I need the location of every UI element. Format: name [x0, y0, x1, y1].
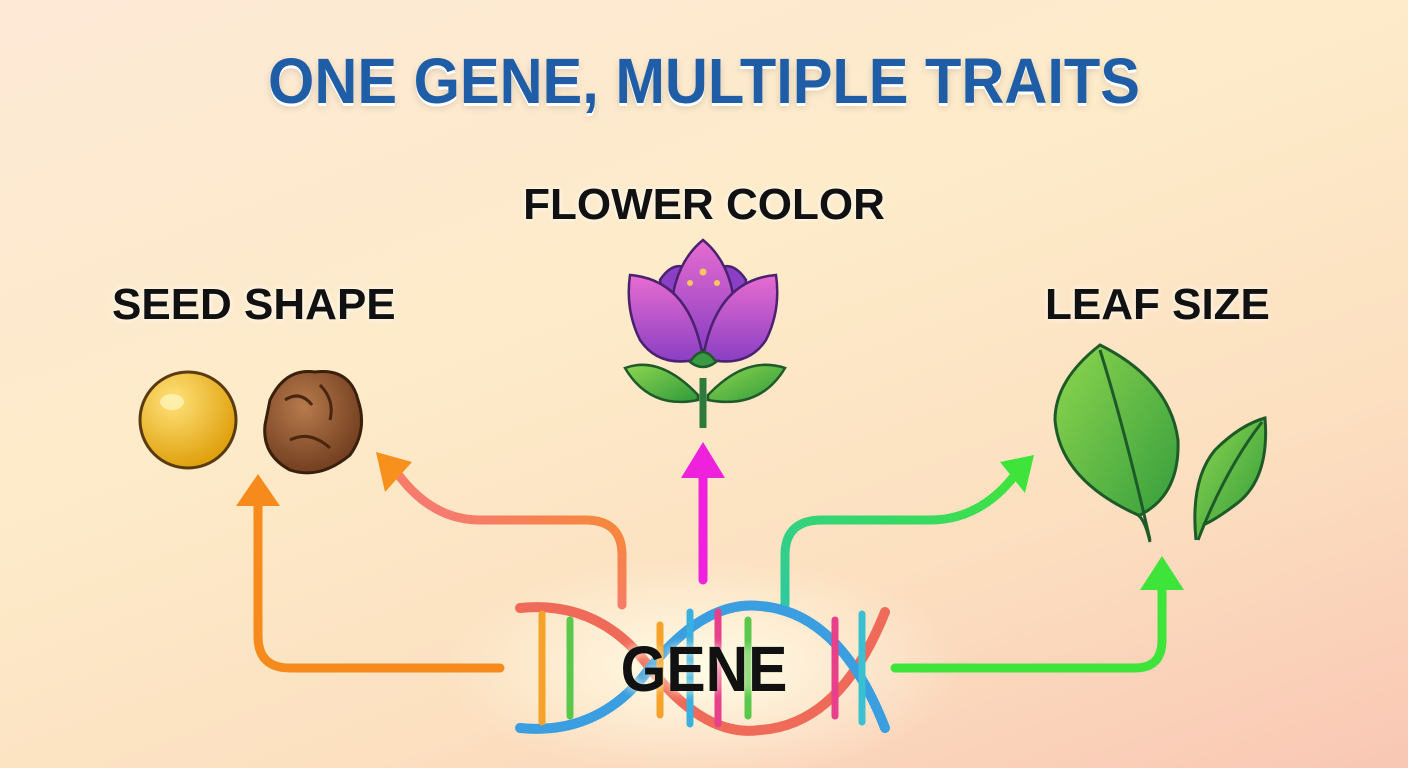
trait-label-seed-shape: SEED SHAPE — [112, 280, 396, 329]
arrowhead-seed-round — [236, 474, 280, 506]
wrinkled-seed-icon — [263, 370, 364, 475]
gene-label: GENE — [620, 633, 788, 705]
arrow-to-leaf-small — [890, 575, 1167, 673]
arrows — [253, 465, 1167, 673]
dna-helix-icon — [515, 600, 890, 736]
round-seed-icon — [138, 370, 238, 470]
trait-label-flower-color: FLOWER COLOR — [523, 180, 885, 229]
flower-icon — [623, 238, 787, 428]
arrowhead-seed-wrinkled — [376, 452, 412, 492]
arrow-to-seed-wrinkled — [390, 465, 627, 610]
arrow-to-leaf-large — [780, 470, 1020, 610]
trait-label-leaf-size: LEAF SIZE — [1045, 280, 1270, 329]
small-leaf-icon — [1193, 416, 1268, 541]
arrowhead-leaf-small — [1140, 556, 1184, 590]
arrowhead-leaf-large — [1000, 455, 1034, 493]
page-title: ONE GENE, MULTIPLE TRAITS — [268, 45, 1140, 117]
arrow-to-seed-round — [253, 495, 505, 673]
arrowhead-flower — [681, 442, 725, 478]
large-leaf-icon — [1053, 343, 1180, 543]
